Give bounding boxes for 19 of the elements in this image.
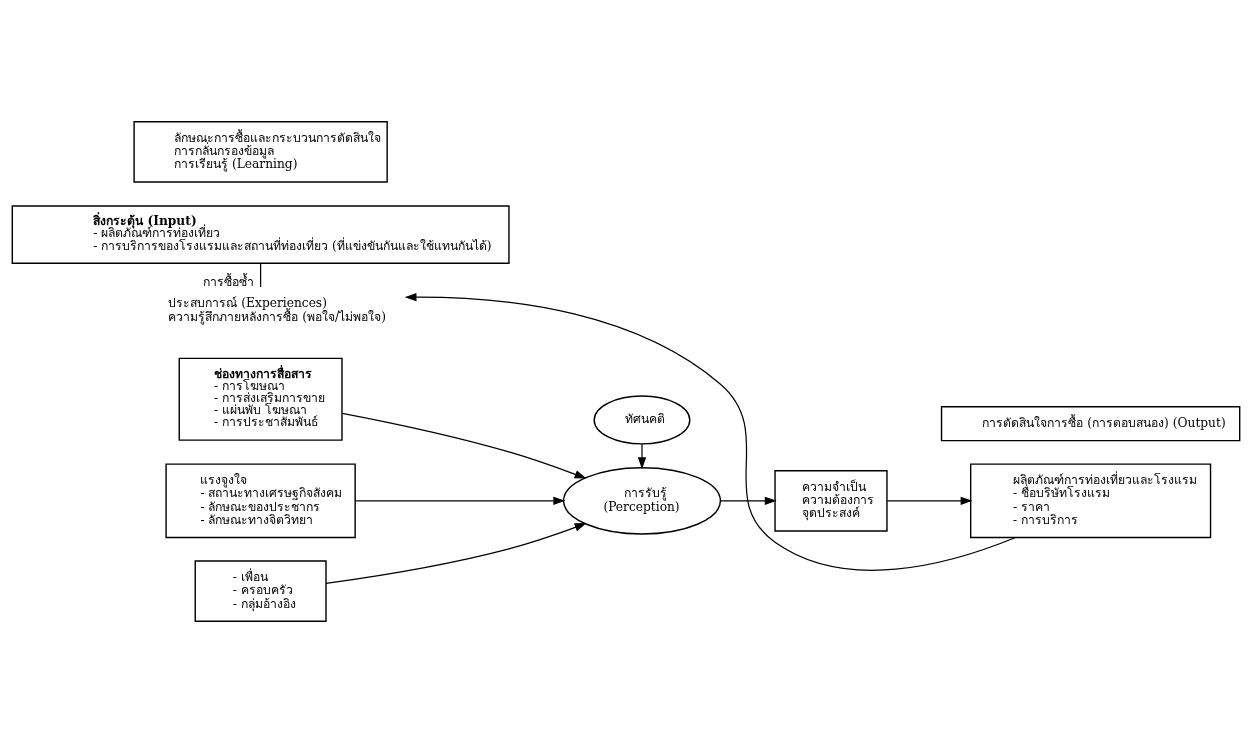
arrow bbox=[637, 443, 647, 470]
node-box: ผลิตภัณฑ์การท่องเที่ยวและโรงแรม - ชื่อบริษัทโรงแรม - ราคา - การบริการ bbox=[969, 463, 1212, 539]
connector bbox=[260, 263, 262, 288]
node-box: แรงจูงใจ - สถานะทางเศรษฐกิจสังคม - ลักษณะของประชากร - ลักษณะทางจิตวิทยา bbox=[165, 463, 356, 539]
node-text: ประสบการณ์ (Experiences) ความรู้สึกภายหลังการซื้อ (พอใจ/ไม่พอใจ) bbox=[168, 296, 386, 324]
node-box: ความจำเป็น ความต้องการ จุดประสงค์ bbox=[774, 470, 888, 532]
node-ellipse: ทัศนคติ bbox=[593, 395, 691, 445]
node-box: สิ่งกระตุ้น (Input) - ผลิตภัณฑ์การท่องเที่ยว - การบริการของโรงแรมและสถานที่ท่องเที่ยว (ที่แข่งขันกันและใช้แทนกันได้) bbox=[11, 205, 510, 265]
arrow bbox=[404, 292, 1017, 571]
node-box: ลักษณะการซื้อและกระบวนการตัดสินใจ การกลั่นกรองข้อมูล การเรียนรู้ (Learning) bbox=[133, 121, 388, 183]
arrow bbox=[325, 523, 587, 584]
arrow bbox=[354, 496, 566, 505]
arrow bbox=[886, 496, 973, 505]
node-box: การตัดสินใจการซื้อ (การตอบสนอง) (Output) bbox=[940, 406, 1241, 442]
node-box: - เพื่อน - ครอบครัว - กลุ่มอ้างอิง bbox=[194, 560, 327, 622]
edge-label: การซื้อซ้ำ bbox=[202, 274, 254, 289]
node-box: ช่องทางการสื่อสาร - การโฆษณา - การส่งเสริมการขาย - แผ่นพับ โฆษณา - การประชาสัมพันธ์ bbox=[178, 357, 343, 441]
arrow bbox=[341, 412, 587, 479]
arrow bbox=[720, 496, 777, 505]
